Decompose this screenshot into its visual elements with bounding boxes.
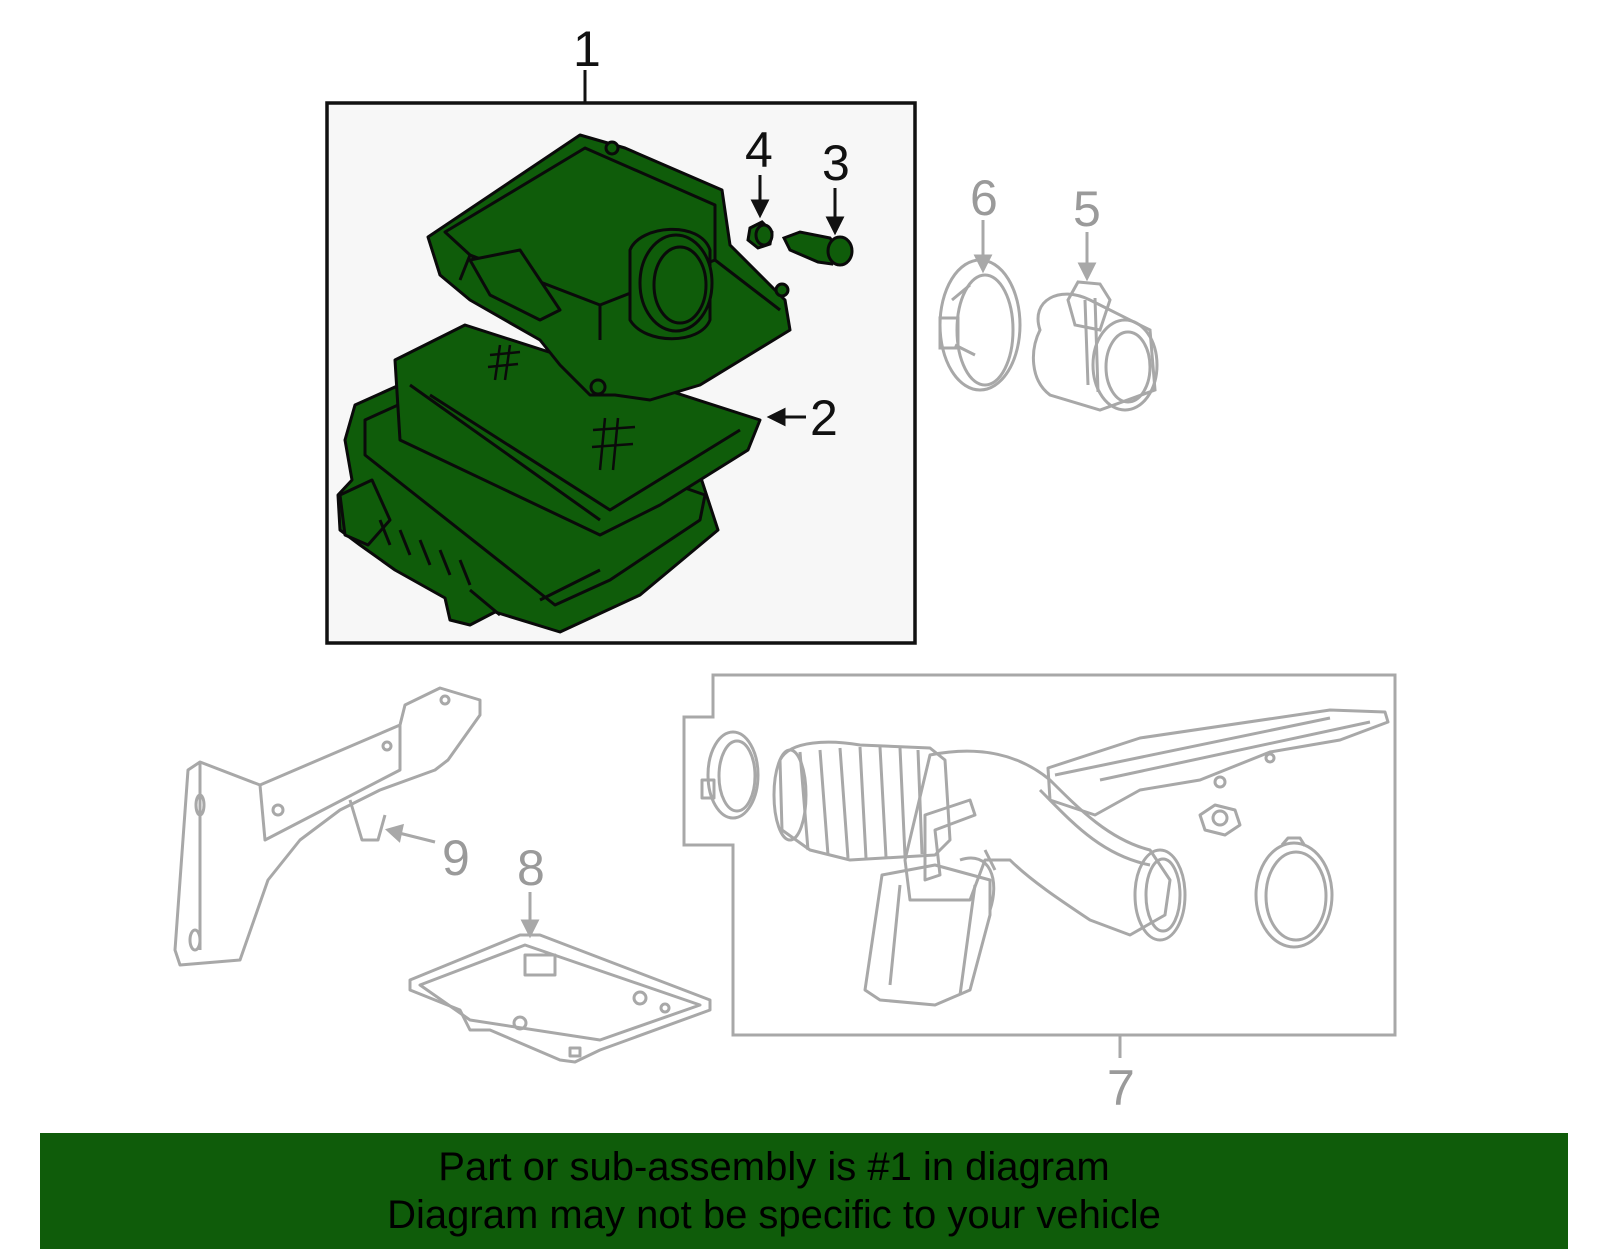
leader-arrows: [384, 175, 1097, 939]
cover-inlet-mouth: [638, 233, 714, 333]
callout-5: 5: [1073, 181, 1101, 237]
air-cleaner-assembly[interactable]: [336, 133, 792, 634]
lower-housing-outlet: [338, 478, 392, 547]
part-8-tray[interactable]: [408, 933, 712, 1064]
upper-cover: [426, 133, 792, 402]
parts-diagram: 1 2 3 4 5 6 7 8 9: [173, 21, 1397, 1116]
callout-7: 7: [1107, 1060, 1135, 1116]
banner-line-1: Part or sub-assembly is #1 in diagram: [438, 1145, 1110, 1189]
info-banner: Part or sub-assembly is #1 in diagram Di…: [40, 1133, 1568, 1249]
banner-line-2: Diagram may not be specific to your vehi…: [387, 1193, 1161, 1237]
callout-9: 9: [442, 830, 470, 886]
part-9-bracket[interactable]: [173, 686, 482, 967]
callout-4: 4: [745, 122, 773, 178]
assembly-7-panel: [682, 673, 1397, 1037]
part-7-duct-assembly[interactable]: [700, 708, 1390, 1007]
part-4-grommet[interactable]: [746, 220, 774, 250]
filter-element: [393, 323, 762, 537]
part-5-sensor[interactable]: [1031, 280, 1159, 412]
filter-pleats: [409, 383, 741, 522]
cover-clips: [468, 248, 562, 322]
callout-3: 3: [822, 135, 850, 191]
callout-6: 6: [970, 170, 998, 226]
callout-1: 1: [573, 21, 601, 77]
callout-8: 8: [517, 840, 545, 896]
callout-2: 2: [810, 390, 838, 446]
resonator: [1046, 708, 1390, 817]
part-3-sensor[interactable]: [781, 230, 854, 267]
part-6-clamp[interactable]: [938, 258, 1022, 392]
